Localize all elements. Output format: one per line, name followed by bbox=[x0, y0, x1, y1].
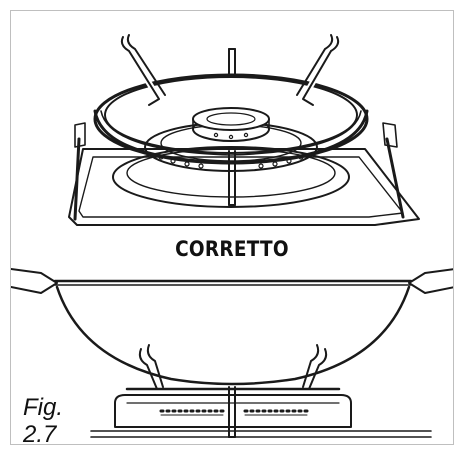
side-prong-right bbox=[308, 348, 328, 390]
side-prong-left bbox=[138, 348, 158, 390]
wok-handle-right bbox=[408, 268, 453, 294]
figure-number-text: 2.7 bbox=[23, 421, 57, 445]
wok-handle-left bbox=[11, 268, 58, 294]
wok-side-view bbox=[11, 268, 453, 438]
prong-back bbox=[228, 48, 236, 76]
burner-cap bbox=[192, 107, 270, 131]
wok-bowl bbox=[55, 285, 411, 386]
figure-frame: CORRETTO Fig. 2.7 bbox=[10, 10, 454, 445]
prong-front bbox=[228, 150, 236, 206]
figure-label-text: Fig. bbox=[23, 394, 64, 421]
side-burner-body bbox=[114, 394, 352, 428]
hob-tray-inner bbox=[78, 156, 404, 218]
burner-top-view bbox=[68, 34, 420, 226]
burner-bowl bbox=[112, 146, 350, 208]
side-prong-front bbox=[228, 386, 236, 438]
figure-number: Fig. 2.7 bbox=[23, 394, 64, 445]
prong-right bbox=[300, 34, 342, 108]
grate-bar-right bbox=[385, 137, 405, 219]
figure-illustration bbox=[11, 34, 453, 438]
grate-bar-left bbox=[73, 137, 81, 221]
hob-tray bbox=[68, 148, 420, 226]
hob-surface bbox=[90, 430, 432, 438]
caption-label: CORRETTO bbox=[175, 237, 289, 261]
wok-ring-inner bbox=[104, 76, 358, 154]
